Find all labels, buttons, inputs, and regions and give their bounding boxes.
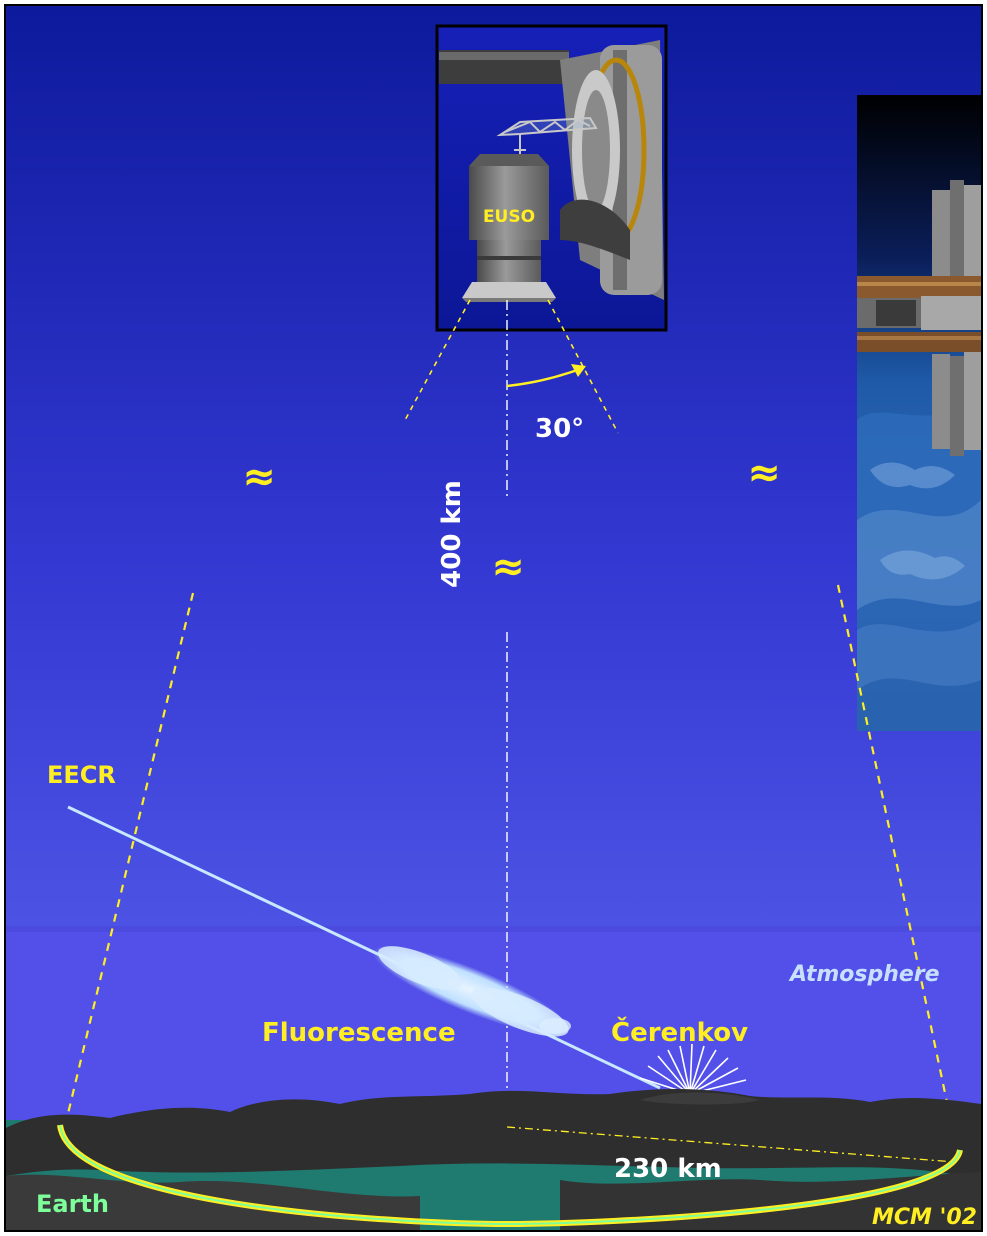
- space-station-photo: [857, 95, 981, 731]
- earth-label: Earth: [36, 1190, 109, 1218]
- angle-label: 30°: [535, 414, 584, 444]
- footprint-label: 230 km: [614, 1154, 722, 1184]
- cerenkov-label: Čerenkov: [611, 1016, 748, 1048]
- fluorescence-label: Fluorescence: [262, 1018, 456, 1048]
- fluorescence-shower: [372, 945, 571, 1037]
- footprint-radius-line: [506, 1126, 956, 1163]
- eecr-label: EECR: [47, 761, 116, 789]
- credit-label: MCM '02: [872, 1205, 977, 1230]
- altitude-label: 400 km: [437, 480, 467, 588]
- approx-symbol-right: ≈: [747, 450, 781, 496]
- frame-border: [4, 4, 983, 1232]
- approx-symbol-center: ≈: [491, 544, 525, 590]
- approx-symbol-left: ≈: [242, 454, 276, 500]
- euso-module-inset: EUSO: [435, 24, 668, 332]
- fov-lines-lower: [64, 584, 959, 1151]
- atmosphere-label: Atmosphere: [788, 962, 940, 987]
- cosmic-ray-track: [67, 805, 661, 1090]
- earth-surface: [6, 1089, 981, 1230]
- angle-arrowhead: [571, 364, 586, 377]
- fov-lines-upper: [403, 299, 619, 434]
- module-label: EUSO: [483, 207, 535, 227]
